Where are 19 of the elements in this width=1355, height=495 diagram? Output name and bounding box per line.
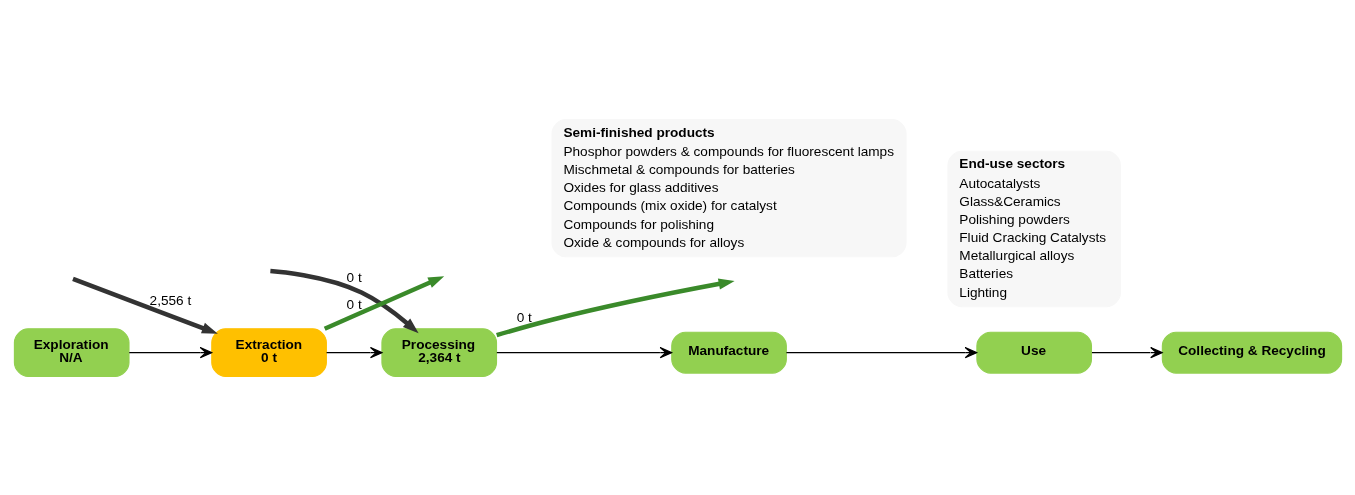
arrow [71,276,218,334]
node-box: Collecting & Recycling [1161,331,1342,374]
edge-label: 0 t [346,269,362,285]
node-box: Exploration N/A [13,327,130,377]
edge-label: 2,556 t [149,292,191,308]
node-box: Extraction 0 t [210,327,327,377]
node-box: Use [975,331,1092,374]
edge-label: 0 t [346,296,362,312]
node-box: Processing 2,364 t [380,327,497,377]
arrow [1090,346,1163,358]
arrow [128,346,212,358]
edge-label: 0 t [516,309,532,325]
arrow [785,346,977,358]
arrow [495,346,672,358]
arrow [323,275,444,331]
arrow [269,268,419,333]
node-box: Manufacture [670,331,787,374]
arrow [325,346,382,358]
arrow [495,277,735,337]
